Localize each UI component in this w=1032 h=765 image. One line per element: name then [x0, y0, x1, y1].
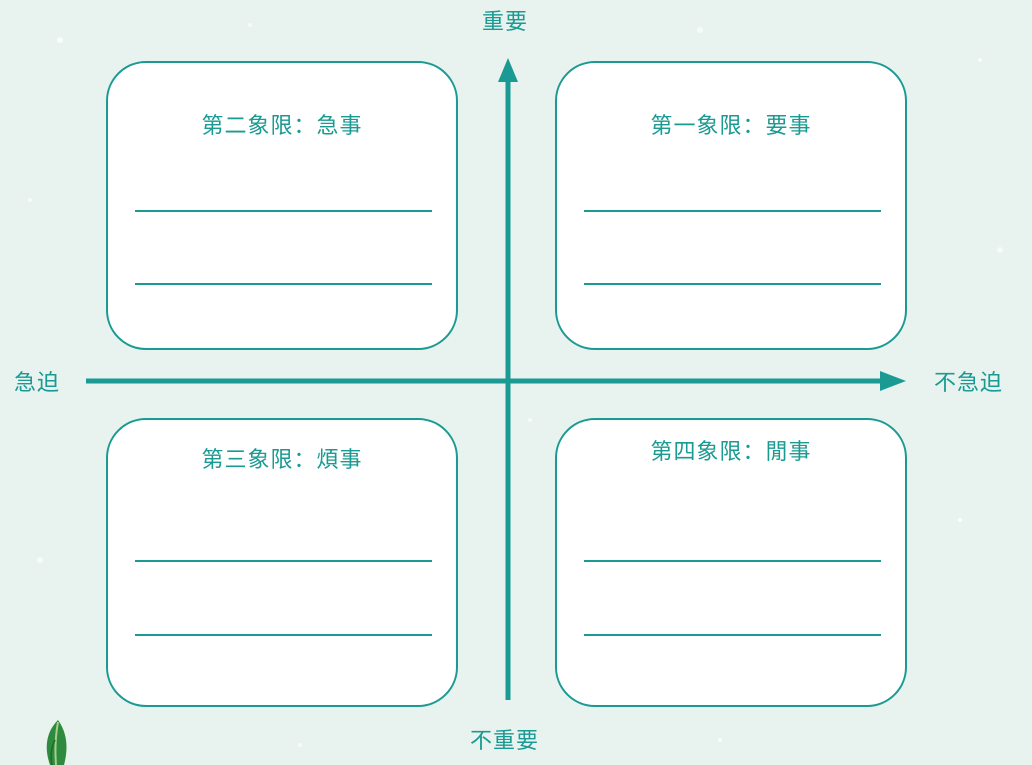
- quadrant-4-title: 第四象限：閒事: [650, 440, 812, 465]
- quadrant-3-title: 第三象限：煩事: [201, 448, 363, 473]
- quadrant-3-box: 第三象限：煩事: [106, 418, 458, 707]
- quadrant-1-blank-line-1: [584, 210, 881, 212]
- axis-label-urgent: 急迫: [14, 371, 61, 396]
- quadrant-1-blank-line-2: [584, 283, 881, 285]
- horizontal-axis-arrowhead: [880, 371, 906, 391]
- axis-label-important: 重要: [482, 10, 529, 35]
- quadrant-2-title: 第二象限：急事: [201, 114, 363, 139]
- leaf-icon: [46, 720, 67, 765]
- quadrant-2-blank-line-1: [135, 210, 432, 212]
- axis-label-not-urgent: 不急迫: [934, 371, 1004, 396]
- quadrant-4-blank-line-2: [584, 634, 881, 636]
- quadrant-4-blank-line-1: [584, 560, 881, 562]
- axis-label-not-important: 不重要: [470, 729, 540, 754]
- quadrant-1-title: 第一象限：要事: [650, 114, 812, 139]
- quadrant-4-box: 第四象限：閒事: [555, 418, 907, 707]
- vertical-axis-arrowhead: [498, 58, 518, 82]
- quadrant-3-blank-line-2: [135, 634, 432, 636]
- quadrant-2-blank-line-2: [135, 283, 432, 285]
- quadrant-2-box: 第二象限：急事: [106, 61, 458, 350]
- quadrant-3-blank-line-1: [135, 560, 432, 562]
- quadrant-1-box: 第一象限：要事: [555, 61, 907, 350]
